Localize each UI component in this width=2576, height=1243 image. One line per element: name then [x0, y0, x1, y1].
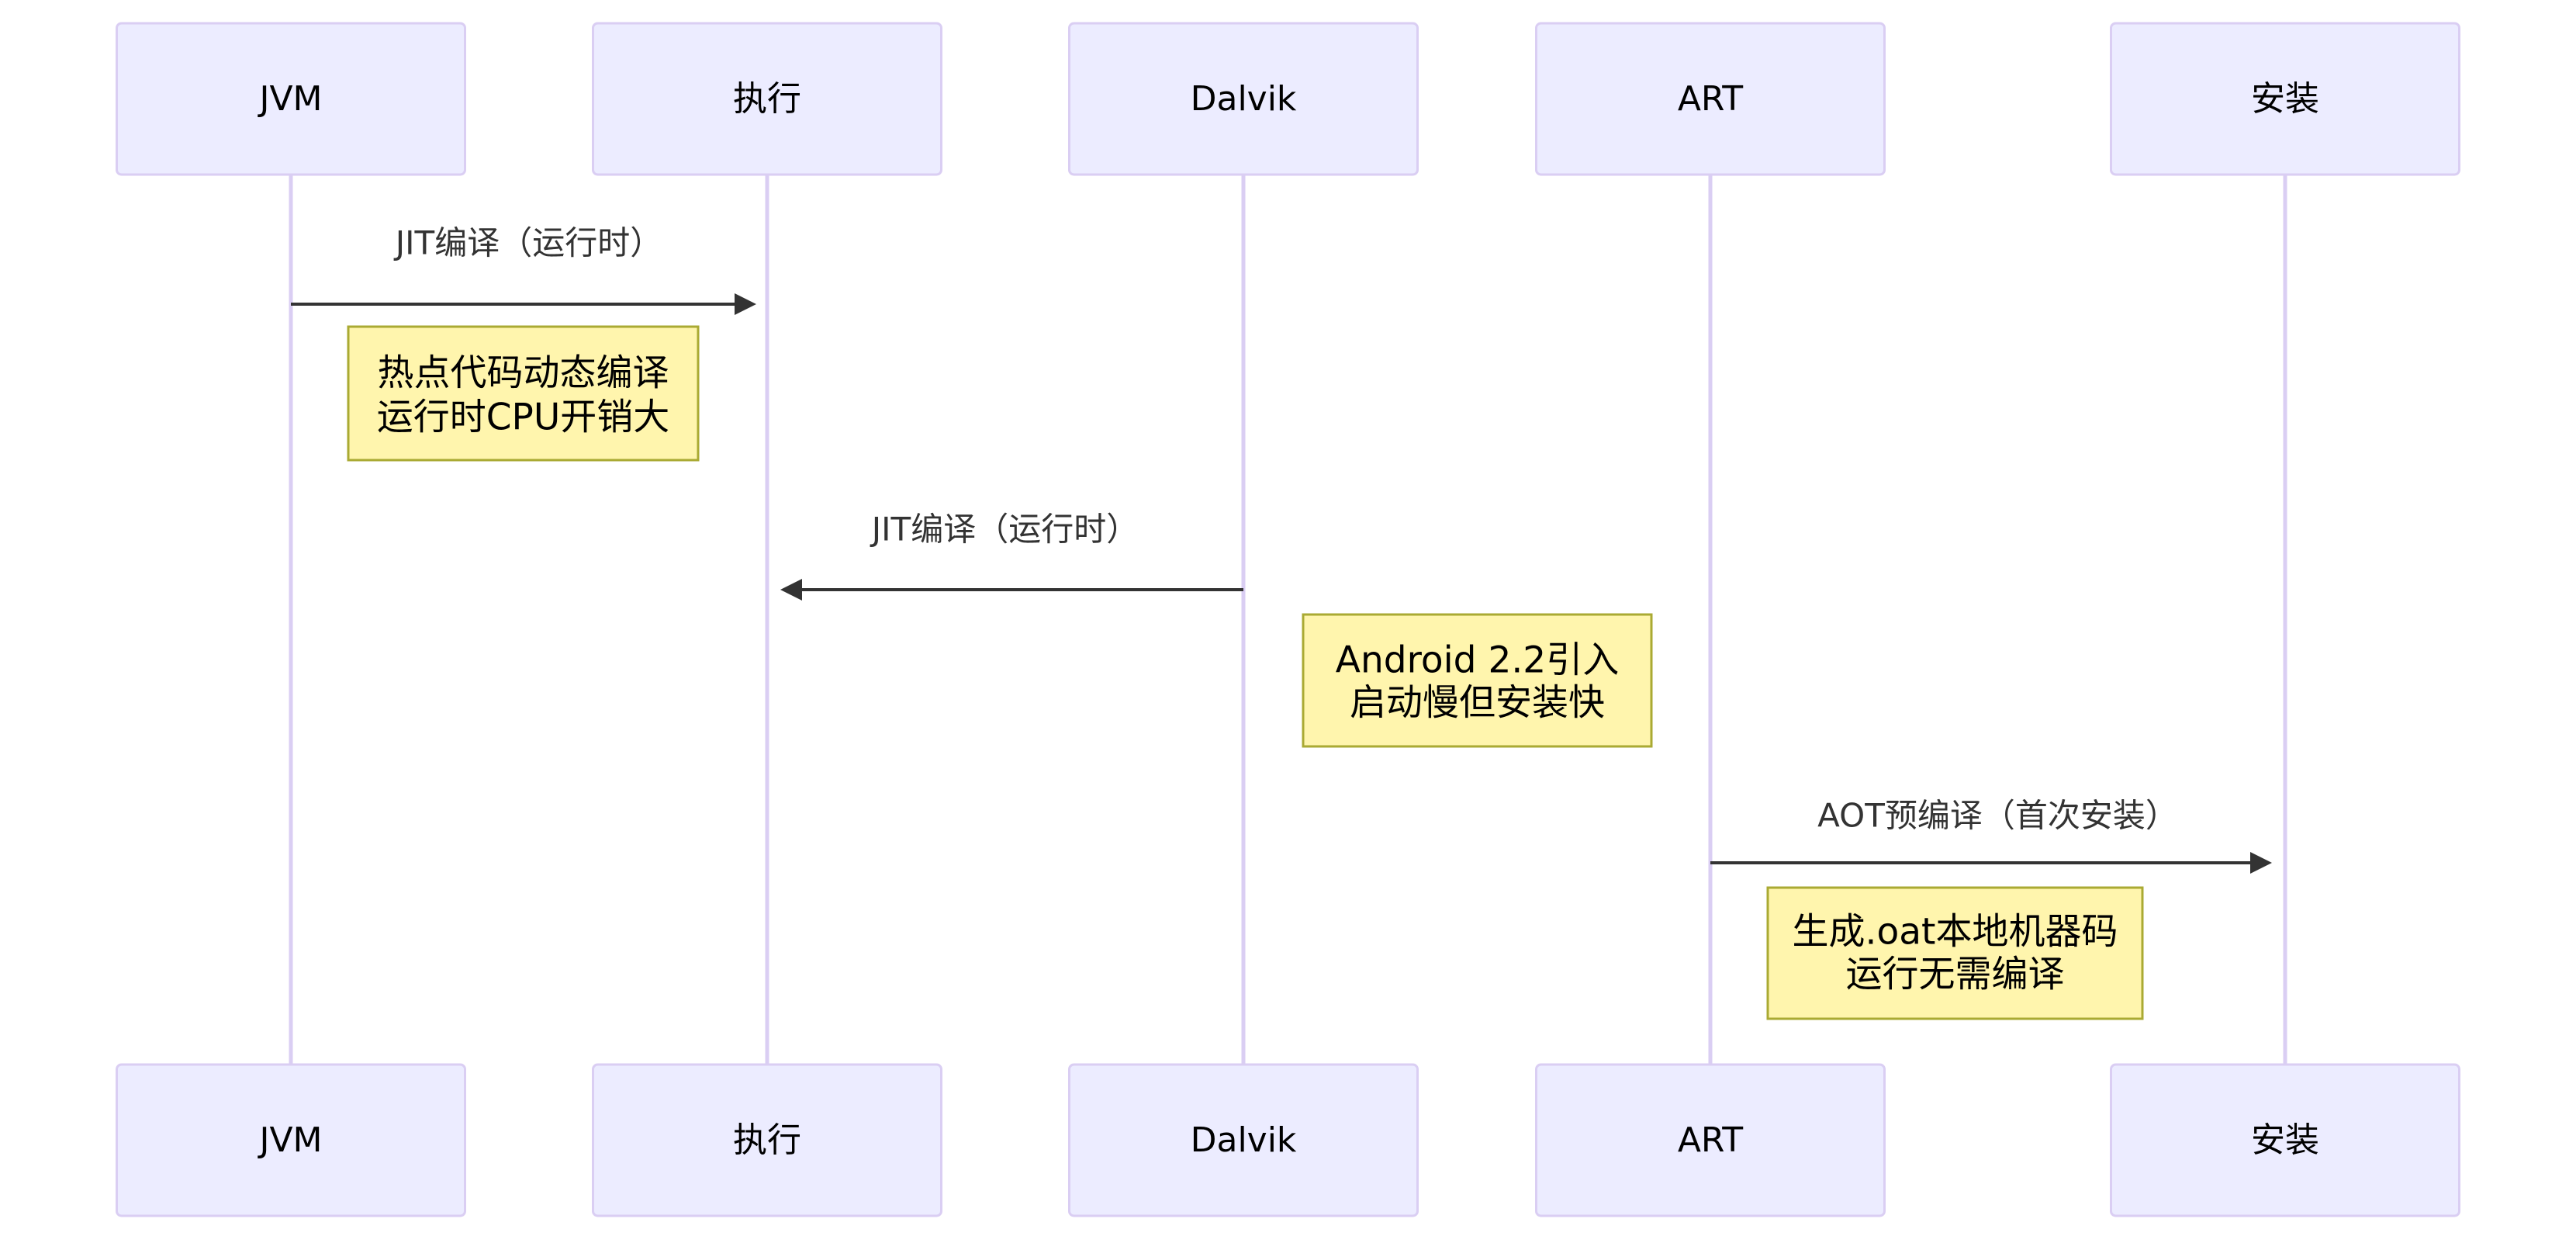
actor-box: [1068, 1063, 1419, 1217]
message-art-to-install: AOT预编译（首次安装）: [1710, 797, 2272, 874]
actors-top: JVM 执行 Dalvik ART 安装: [116, 22, 2460, 176]
actor-exec-top: 执行: [592, 22, 942, 176]
actor-label: 执行: [733, 79, 801, 119]
actor-jvm-top: JVM: [116, 22, 466, 176]
actor-label: ART: [1678, 79, 1743, 119]
note-line: 热点代码动态编译: [378, 352, 669, 395]
actor-label: Dalvik: [1191, 79, 1297, 119]
note-box: [347, 325, 700, 462]
message-label: JIT编译（运行时）: [393, 224, 662, 262]
actor-label: JVM: [257, 1120, 322, 1160]
actor-install-bottom: 安装: [2110, 1063, 2460, 1217]
actor-art-top: ART: [1535, 22, 1886, 176]
actor-label: 安装: [2251, 79, 2319, 119]
note-line: 运行时CPU开销大: [377, 396, 670, 439]
actor-box: [2110, 1063, 2460, 1217]
actors-bottom: JVM 执行 Dalvik ART 安装: [116, 1063, 2460, 1217]
actor-exec-bottom: 执行: [592, 1063, 942, 1217]
actor-box: [116, 22, 466, 176]
actor-label: ART: [1678, 1120, 1743, 1160]
message-label: JIT编译（运行时）: [870, 511, 1139, 549]
note-box: [1766, 886, 2144, 1020]
actor-box: [1068, 22, 1419, 176]
actor-box: [1535, 22, 1886, 176]
note-line: 启动慢但安装快: [1350, 682, 1605, 725]
actor-label: 执行: [733, 1120, 801, 1160]
message-dalvik-to-exec: JIT编译（运行时）: [780, 511, 1243, 601]
actor-box: [1535, 1063, 1886, 1217]
note-line: Android 2.2引入: [1336, 639, 1619, 682]
arrowhead-icon: [780, 579, 802, 601]
actor-dalvik-top: Dalvik: [1068, 22, 1419, 176]
note-box: [1302, 613, 1653, 748]
actor-jvm-bottom: JVM: [116, 1063, 466, 1217]
actor-box: [2110, 22, 2460, 176]
message-label: AOT预编译（首次安装）: [1817, 797, 2178, 835]
actor-box: [116, 1063, 466, 1217]
actor-dalvik-bottom: Dalvik: [1068, 1063, 1419, 1217]
actor-box: [592, 1063, 942, 1217]
message-jvm-to-exec: JIT编译（运行时）: [291, 224, 756, 315]
note-art: 生成.oat本地机器码 运行无需编译: [1766, 886, 2144, 1020]
note-line: 运行无需编译: [1846, 954, 2065, 996]
actor-label: Dalvik: [1191, 1120, 1297, 1160]
actor-label: JVM: [257, 79, 322, 119]
note-dalvik: Android 2.2引入 启动慢但安装快: [1302, 613, 1653, 748]
actor-art-bottom: ART: [1535, 1063, 1886, 1217]
lifelines: [289, 175, 2287, 1065]
arrowhead-icon: [2250, 852, 2272, 874]
actor-label: 安装: [2251, 1120, 2319, 1160]
arrowhead-icon: [735, 293, 756, 315]
note-jit-hotspot: 热点代码动态编译 运行时CPU开销大: [347, 325, 700, 462]
note-line: 生成.oat本地机器码: [1793, 911, 2118, 954]
actor-install-top: 安装: [2110, 22, 2460, 176]
actor-box: [592, 22, 942, 176]
